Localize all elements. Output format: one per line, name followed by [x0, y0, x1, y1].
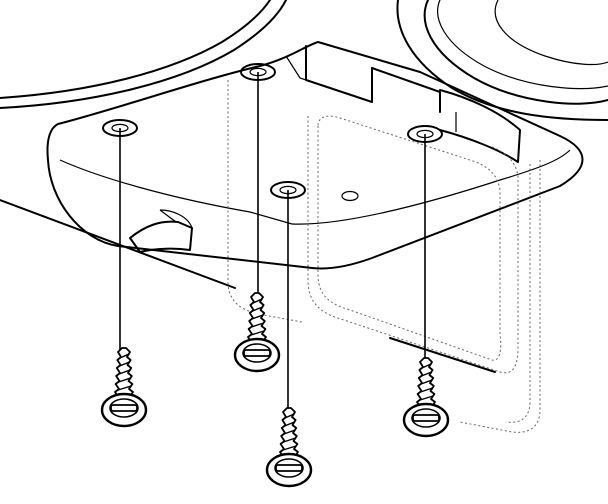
overhead-console	[46, 41, 584, 270]
tapping-screw	[265, 407, 313, 488]
screw-slot	[243, 349, 271, 357]
headliner-panel	[0, 0, 608, 373]
tapping-screw	[100, 347, 148, 428]
overhead-lamp-lens	[423, 0, 608, 105]
hidden-outline	[227, 80, 541, 433]
screws	[100, 292, 450, 488]
assembly-axis-lines	[119, 72, 426, 414]
tapping-screw	[402, 357, 450, 438]
screw-slot	[110, 404, 138, 412]
tapping-screw	[233, 292, 281, 373]
screw-slot	[412, 414, 440, 422]
screw-slot	[275, 464, 303, 472]
